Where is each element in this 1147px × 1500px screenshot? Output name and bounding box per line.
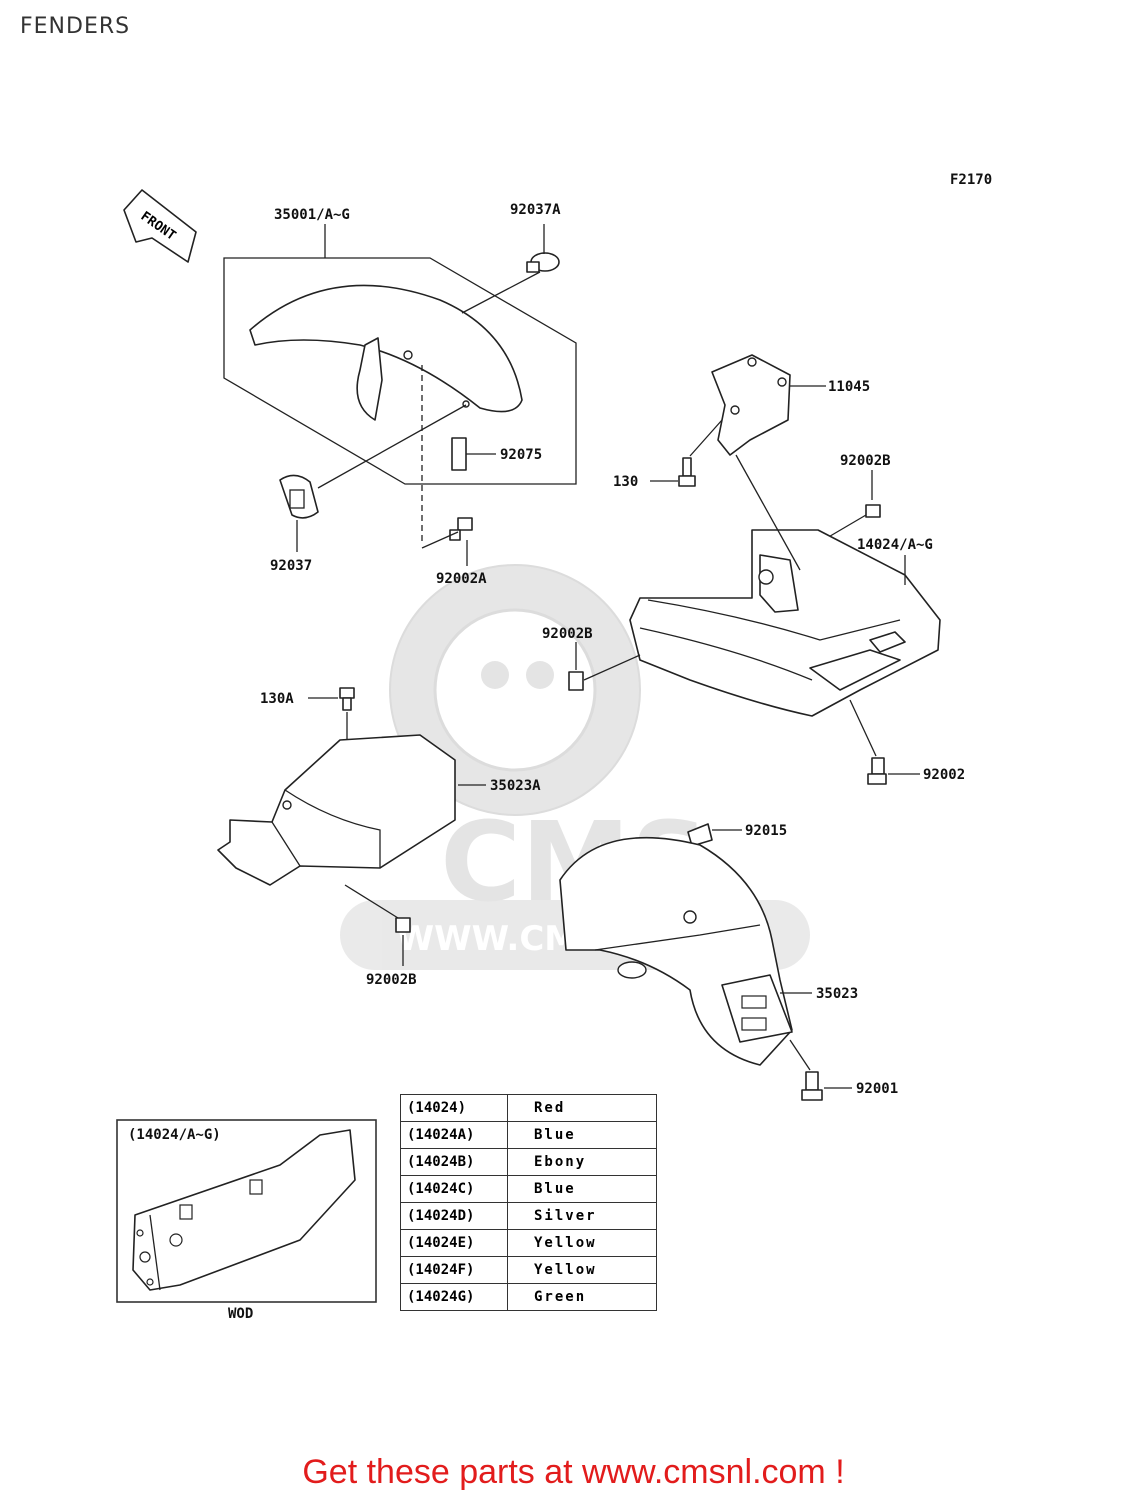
callout-92002: 92002 (923, 767, 965, 783)
inset-wod-variant: (14024/A~G) WOD (116, 1119, 377, 1322)
bolt-130A-part (339, 687, 355, 711)
part-code-cell: (14024) (400, 1094, 508, 1122)
color-table-row: (14024B)Ebony (400, 1148, 657, 1176)
bolt-92002B-mid-part (568, 671, 584, 691)
inner-fender-35023A-part (217, 734, 456, 886)
clip-92015-part (687, 823, 713, 847)
callout-35001: 35001/A~G (274, 207, 350, 223)
color-table-row: (14024F)Yellow (400, 1256, 657, 1284)
color-table-row: (14024D)Silver (400, 1202, 657, 1230)
color-cell: Blue (507, 1175, 657, 1203)
watermark-mascot-face (433, 608, 597, 772)
part-code-cell: (14024C) (400, 1175, 508, 1203)
color-cell: Blue (507, 1121, 657, 1149)
color-table-row: (14024E)Yellow (400, 1229, 657, 1257)
callout-130A: 130A (260, 691, 294, 707)
callout-92002A: 92002A (436, 571, 487, 587)
callout-130: 130 (613, 474, 638, 490)
page-title: FENDERS (20, 14, 131, 39)
color-cell: Yellow (507, 1229, 657, 1257)
color-variant-table: (14024)Red(14024A)Blue(14024B)Ebony(1402… (400, 1094, 657, 1311)
callout-14024: 14024/A~G (857, 537, 933, 553)
color-cell: Red (507, 1094, 657, 1122)
color-cell: Silver (507, 1202, 657, 1230)
color-table-row: (14024G)Green (400, 1283, 657, 1311)
watermark-mascot-eye (481, 661, 509, 689)
seat-cowl-14024-part (629, 529, 941, 717)
clamp-92037A-part (526, 252, 560, 273)
bolt-92001-part (801, 1071, 823, 1101)
part-code-cell: (14024G) (400, 1283, 508, 1311)
callout-92037A: 92037A (510, 202, 561, 218)
bolt-92002B-top-part (865, 504, 881, 518)
inset-caption: WOD (228, 1306, 253, 1322)
watermark-mascot-eye (526, 661, 554, 689)
callout-92037: 92037 (270, 558, 312, 574)
front-fender-group-outline (223, 257, 577, 485)
grommet-92037-part (279, 474, 319, 519)
callout-92002B-mid: 92002B (542, 626, 593, 642)
color-table-row: (14024)Red (400, 1094, 657, 1122)
part-code-cell: (14024B) (400, 1148, 508, 1176)
bolt-92002B-bottom-part (395, 917, 411, 933)
callout-11045: 11045 (828, 379, 870, 395)
callout-92075: 92075 (500, 447, 542, 463)
color-table-row: (14024C)Blue (400, 1175, 657, 1203)
callout-92002B-bottom: 92002B (366, 972, 417, 988)
spacer-92075-part (451, 437, 467, 471)
callout-35023: 35023 (816, 986, 858, 1002)
callout-92015: 92015 (745, 823, 787, 839)
bolt-92002A-part (449, 517, 473, 541)
part-code-cell: (14024A) (400, 1121, 508, 1149)
footer-cta[interactable]: Get these parts at www.cmsnl.com ! (302, 1453, 845, 1491)
callout-92002B-top: 92002B (840, 453, 891, 469)
exploded-parts-diagram: CMS WWW.CMSNL.COM F2170 FRONT (116, 172, 992, 1322)
inset-title: (14024/A~G) (128, 1127, 221, 1143)
bolt-130-part (678, 457, 696, 487)
callout-35023A: 35023A (490, 778, 541, 794)
color-cell: Ebony (507, 1148, 657, 1176)
callout-92001: 92001 (856, 1081, 898, 1097)
part-code-cell: (14024E) (400, 1229, 508, 1257)
color-table-row: (14024A)Blue (400, 1121, 657, 1149)
front-fender-part (249, 284, 523, 421)
part-code-cell: (14024F) (400, 1256, 508, 1284)
color-cell: Yellow (507, 1256, 657, 1284)
bracket-11045-part (711, 354, 791, 456)
rear-fender-35023-part (559, 836, 793, 1066)
front-arrow-icon: FRONT (123, 189, 197, 263)
bolt-92002-part (867, 757, 887, 785)
figure-code: F2170 (950, 172, 992, 188)
color-cell: Green (507, 1283, 657, 1311)
part-code-cell: (14024D) (400, 1202, 508, 1230)
